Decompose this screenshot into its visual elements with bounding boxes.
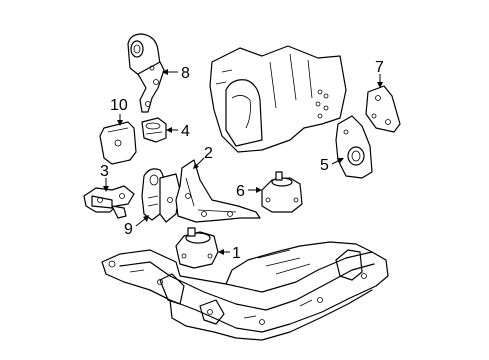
arrow-6 [256, 187, 262, 193]
part-10-plate [99, 121, 137, 165]
callout-9: 9 [124, 221, 133, 238]
callout-5: 5 [320, 157, 329, 174]
part-1-mount [175, 227, 219, 269]
callout-10: 10 [110, 97, 128, 114]
leader-5 [331, 159, 341, 165]
part-9-mount [141, 168, 181, 223]
arrow-4 [166, 127, 172, 133]
leader-2 [195, 157, 205, 167]
arrow-9 [143, 215, 149, 222]
engine-cradle-icon [101, 241, 389, 341]
callout-8: 8 [181, 65, 190, 82]
arrow-8 [162, 69, 168, 75]
engine-block-icon [209, 45, 347, 153]
arrow-1 [218, 249, 224, 255]
arrow-7 [377, 82, 383, 88]
callout-6: 6 [236, 183, 245, 200]
arrow-5 [338, 158, 344, 163]
part-3-bracket [83, 185, 135, 219]
part-4-small-mount [141, 117, 167, 143]
callout-1: 1 [232, 245, 241, 262]
callout-4: 4 [181, 123, 190, 140]
leader-9 [135, 217, 147, 227]
callout-7: 7 [375, 59, 384, 76]
part-6-mount [261, 171, 303, 213]
part-5-side-mount [335, 115, 373, 179]
part-8-upper-mount [127, 33, 165, 113]
part-2-bracket [175, 159, 261, 223]
arrow-3 [103, 186, 109, 192]
callout-3: 3 [100, 163, 109, 180]
part-7-bracket [365, 85, 401, 133]
arrow-10 [117, 120, 123, 126]
callout-2: 2 [204, 145, 213, 162]
arrow-2 [193, 163, 199, 169]
